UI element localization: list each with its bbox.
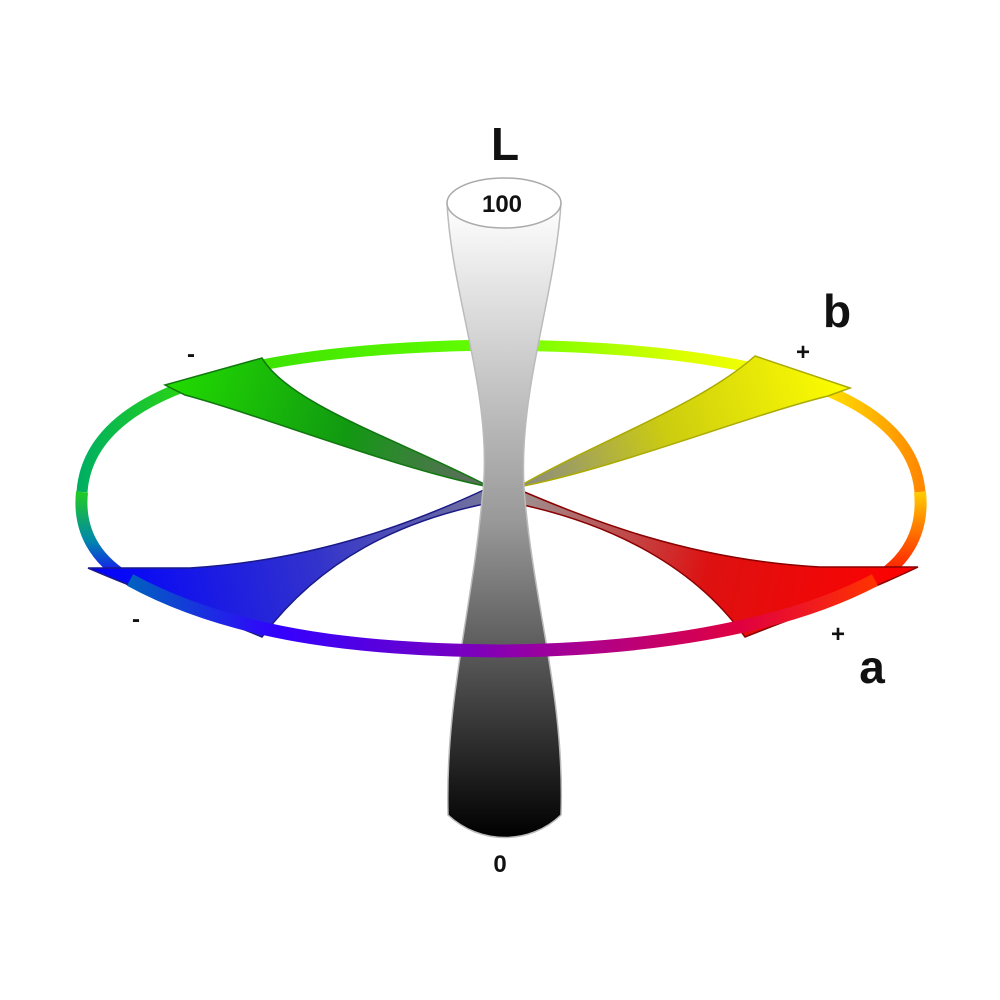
- blue-negative-a-petal: [87, 487, 497, 638]
- green-negative-b-petal: [162, 357, 491, 488]
- a-negative-sign: -: [132, 606, 140, 633]
- lightness-axis-tube: [446, 177, 563, 839]
- hue-ring-bottom-arc: [126, 574, 879, 658]
- a-axis-label: a: [859, 641, 885, 693]
- lightness-tube-body: [446, 202, 563, 839]
- hue-ring-left-arc: [75, 491, 134, 586]
- lightness-max-label: 100: [482, 191, 522, 218]
- red-positive-a-petal: [506, 487, 919, 638]
- b-axis-label: b: [823, 285, 851, 337]
- lightness-tube-top-cap: [446, 177, 562, 229]
- yellow-positive-b-petal: [517, 355, 853, 488]
- lightness-min-label: 0: [493, 851, 506, 878]
- b-negative-sign: -: [187, 341, 195, 368]
- lightness-axis-label: L: [491, 118, 519, 170]
- a-positive-sign: +: [831, 621, 845, 648]
- b-positive-sign: +: [796, 339, 810, 366]
